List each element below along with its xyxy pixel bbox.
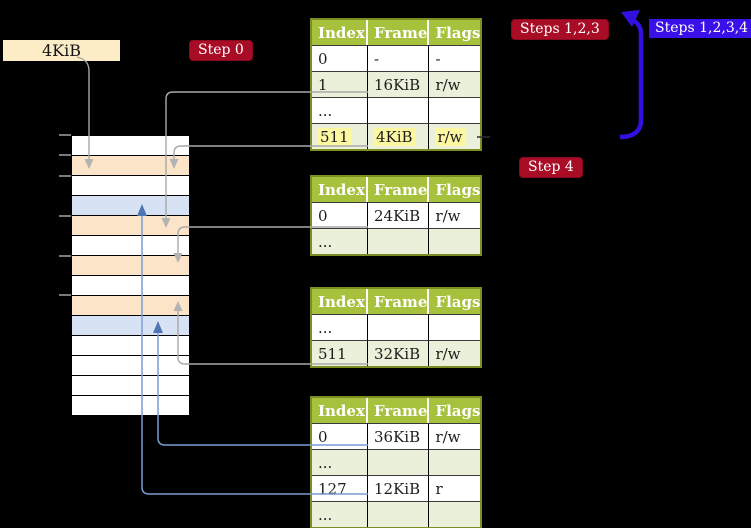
table-cell [368, 314, 430, 340]
table-cell: r/w [429, 423, 481, 449]
table-cell: ... [312, 97, 368, 123]
table-cell: ... [312, 449, 368, 475]
table-cell: - [429, 45, 481, 71]
table-cell: r/w [429, 340, 481, 366]
table-cell [429, 97, 481, 123]
table-cell: 12KiB [368, 475, 430, 501]
table-cell: 0 [312, 45, 368, 71]
badge-steps-1-2-3: Steps 1,2,3 [511, 19, 609, 40]
memory-frame-row [72, 216, 189, 236]
table-header-cell: Index [312, 398, 368, 423]
memory-frame-row [72, 236, 189, 256]
highlight: 511 [318, 127, 351, 146]
table-row: ... [312, 449, 481, 475]
highlight: r/w [435, 127, 465, 146]
table-cell [368, 449, 430, 475]
table-header-cell: Flags [429, 20, 481, 45]
table-header-cell: Index [312, 20, 368, 45]
memory-tick [59, 294, 71, 296]
memory-frame-row [72, 156, 189, 176]
table-header-cell: Flags [429, 289, 481, 314]
memory-frame-row [72, 316, 189, 336]
table-row: ... [312, 501, 481, 527]
table-header-cell: Index [312, 289, 368, 314]
table-cell: r/w [429, 71, 481, 97]
table-cell: 511 [312, 123, 368, 149]
table-cell: 4KiB [368, 123, 430, 149]
table-cell: ... [312, 228, 368, 254]
memory-frame-row [72, 296, 189, 316]
table-cell: - [368, 45, 430, 71]
table-cell [429, 501, 481, 527]
table-row: 127 12KiB r [312, 475, 481, 501]
table-cell: 16KiB [368, 71, 430, 97]
table-cell: r/w [429, 123, 481, 149]
table-cell: 511 [312, 340, 368, 366]
table-cell [368, 228, 430, 254]
table-row: ... [312, 314, 481, 340]
memory-frame-row [72, 136, 189, 156]
page-table-level3: Index Frame Flags 0 24KiB r/w ... [310, 175, 483, 256]
table-header-cell: Index [312, 177, 368, 202]
page-table-level4: Index Frame Flags 0 - - 1 16KiB r/w ... … [310, 18, 483, 151]
table-cell: 0 [312, 423, 368, 449]
page-table-level1: Index Frame Flags 0 36KiB r/w ... 127 12… [310, 396, 483, 528]
memory-tick [59, 255, 71, 257]
table-cell: r/w [429, 202, 481, 228]
table-cell: 36KiB [368, 423, 430, 449]
table-header-cell: Frame [368, 177, 430, 202]
memory-tick [59, 134, 71, 136]
memory-column [71, 135, 190, 416]
memory-tick [59, 175, 71, 177]
memory-frame-row [72, 256, 189, 276]
memory-frame-row [72, 336, 189, 356]
table-cell: 127 [312, 475, 368, 501]
page-table-level2: Index Frame Flags ... 511 32KiB r/w [310, 287, 483, 368]
table-header-cell: Frame [368, 20, 430, 45]
memory-tick [59, 154, 71, 156]
table-cell [368, 97, 430, 123]
table-cell: r [429, 475, 481, 501]
badge-step-0: Step 0 [189, 40, 253, 61]
steps-arrow-shaft [619, 15, 644, 140]
table-header-cell: Frame [368, 398, 430, 423]
badge-step-4: Step 4 [519, 157, 583, 178]
table-cell [429, 228, 481, 254]
highlight: 4KiB [374, 127, 415, 146]
table-row: 0 24KiB r/w [312, 202, 481, 228]
frame-size-label: 4KiB [3, 40, 120, 61]
table-row: 511 32KiB r/w [312, 340, 481, 366]
memory-frame-row [72, 376, 189, 396]
memory-frame-row [72, 276, 189, 296]
table-cell: 32KiB [368, 340, 430, 366]
table-header-cell: Frame [368, 289, 430, 314]
memory-frame-row [72, 176, 189, 196]
table-cell: 1 [312, 71, 368, 97]
table-cell: ... [312, 314, 368, 340]
table-header-cell: Flags [429, 177, 481, 202]
table-row: 0 - - [312, 45, 481, 71]
memory-frame-row [72, 396, 189, 416]
memory-frame-row [72, 356, 189, 376]
table-row: 0 36KiB r/w [312, 423, 481, 449]
memory-tick [59, 215, 71, 217]
badge-steps-1-2-3-4: Steps 1,2,3,4 [649, 19, 751, 38]
table-row: 1 16KiB r/w [312, 71, 481, 97]
table-cell: 24KiB [368, 202, 430, 228]
table-row: ... [312, 228, 481, 254]
table-cell [368, 501, 430, 527]
table-row-highlighted: 511 4KiB r/w [312, 123, 481, 149]
table-cell: ... [312, 501, 368, 527]
table-cell [429, 449, 481, 475]
table-cell [429, 314, 481, 340]
table-row: ... [312, 97, 481, 123]
table-header-cell: Flags [429, 398, 481, 423]
table-cell: 0 [312, 202, 368, 228]
steps-arrowhead-icon [621, 10, 640, 27]
memory-frame-row [72, 196, 189, 216]
